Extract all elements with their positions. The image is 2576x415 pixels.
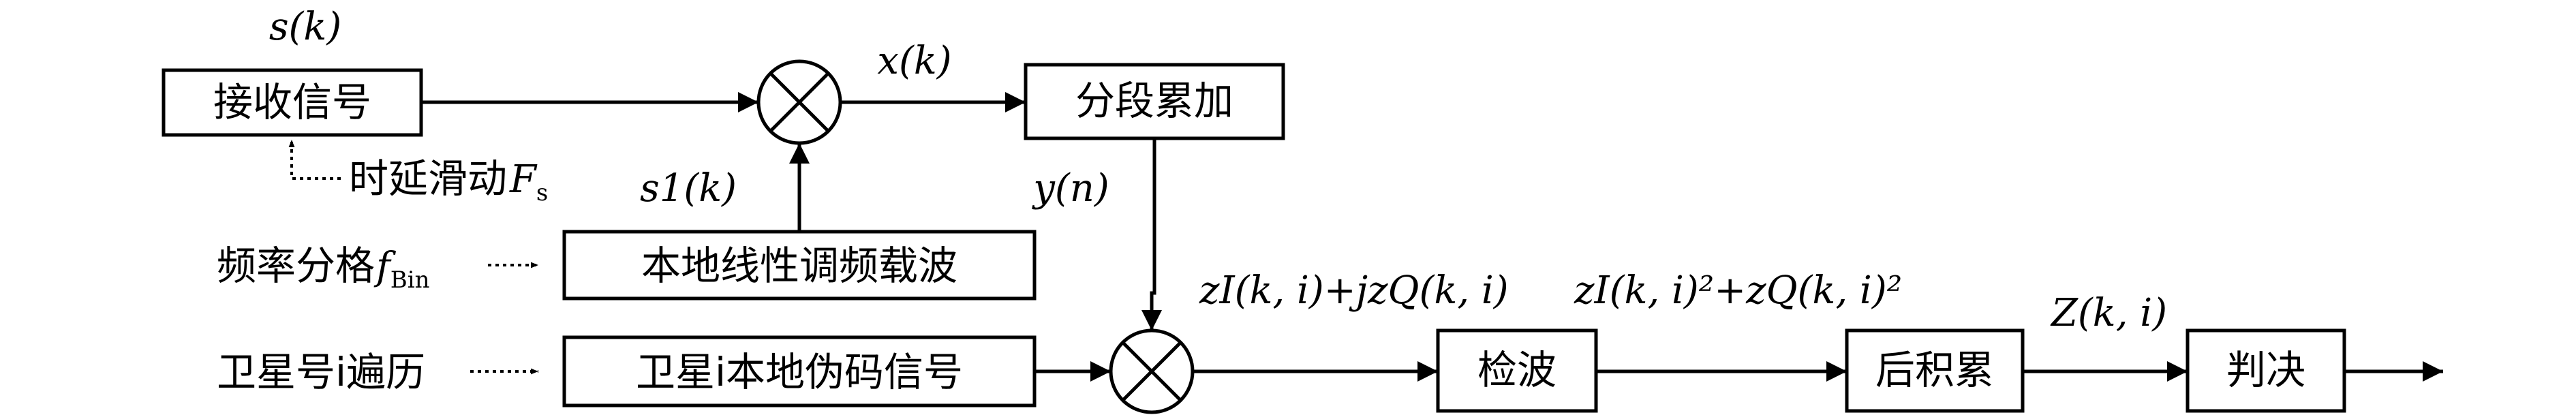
local-chirp-label: 本地线性调频载波 [641,243,957,289]
signal-s-k: s(k) [269,5,341,49]
signal-s1-k: s1(k) [640,166,737,211]
signal-x-k: x(k) [877,39,951,83]
delay-slide-label: 时延滑动Fs [349,155,548,206]
post-integrate-block: 后积累 [1845,328,2025,413]
detect-label: 检波 [1477,347,1557,393]
local-chirp-block: 本地线性调频载波 [562,230,1037,301]
receive-signal-label: 接收信号 [213,79,371,125]
segment-accumulate-block: 分段累加 [1024,63,1285,140]
detect-block: 检波 [1436,328,1598,413]
sat-traverse-label: 卫星号i遍历 [217,349,425,395]
dotted-arrow-delay [288,140,341,180]
local-prn-block: 卫星i本地伪码信号 [562,335,1037,408]
decide-block: 判决 [2186,328,2346,413]
decide-label: 判决 [2226,347,2305,393]
freq-step-label: 频率分格fBin [217,243,430,294]
signal-z-complex: zI(k, i)+jzQ(k, i) [1199,268,1509,313]
receive-signal-block: 接收信号 [162,68,423,137]
signal-y-n: y(n) [1031,166,1109,211]
signal-z-power: zI(k, i)²+zQ(k, i)² [1574,268,1902,313]
multiplier-bottom [1109,328,1195,414]
multiplier-top [756,59,842,145]
signal-Z-ki: Z(k, i) [2050,291,2167,335]
local-prn-label: 卫星i本地伪码信号 [636,349,963,395]
arrow-accumulate-to-mixer [1141,138,1162,331]
post-integrate-label: 后积累 [1875,347,1994,393]
segment-accumulate-label: 分段累加 [1075,78,1233,124]
